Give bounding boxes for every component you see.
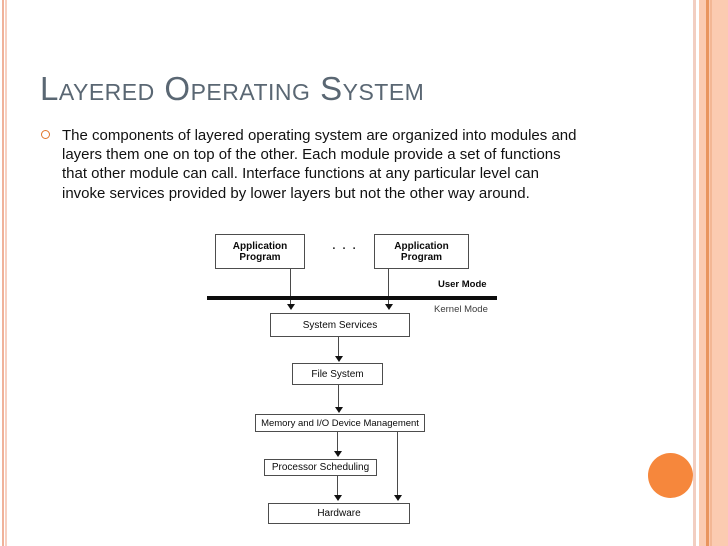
arrow-to-file-system — [338, 337, 339, 356]
node-processor-scheduling: Processor Scheduling — [264, 459, 377, 476]
arrowhead-memory-to-hardware — [394, 495, 402, 501]
arrowhead-to-hardware — [334, 495, 342, 501]
node-application-program-left: Application Program — [215, 234, 305, 269]
arrow-memory-to-hardware — [397, 432, 398, 495]
accent-circle — [648, 453, 693, 498]
arrowhead-app-left — [287, 304, 295, 310]
arrow-app-left — [290, 269, 291, 304]
right-edge-stripe-thin — [693, 0, 696, 546]
arrowhead-to-file-system — [335, 356, 343, 362]
right-edge-band-softline — [710, 0, 712, 546]
right-edge-band-line — [706, 0, 709, 546]
user-mode-label: User Mode — [438, 279, 487, 290]
slide-title: Layered Operating System — [40, 70, 425, 107]
node-hardware: Hardware — [268, 503, 410, 524]
arrow-to-processor-scheduling — [337, 432, 338, 451]
arrowhead-to-memory-io — [335, 407, 343, 413]
arrowhead-app-right — [385, 304, 393, 310]
arrow-to-memory-io — [338, 385, 339, 407]
arrow-app-right — [388, 269, 389, 304]
arrowhead-to-processor-scheduling — [334, 451, 342, 457]
node-system-services: System Services — [270, 313, 410, 337]
node-application-program-right: Application Program — [374, 234, 469, 269]
kernel-mode-label: Kernel Mode — [434, 304, 488, 315]
node-memory-io-management: Memory and I/O Device Management — [255, 414, 425, 432]
left-edge-stripe-outer — [2, 0, 4, 546]
arrow-to-hardware — [337, 476, 338, 495]
bullet-icon — [41, 130, 50, 139]
right-edge-band — [699, 0, 728, 546]
mode-divider-line — [207, 296, 497, 300]
left-edge-stripe-inner — [5, 0, 7, 546]
body-paragraph: The components of layered operating syst… — [62, 127, 577, 202]
node-file-system: File System — [292, 363, 383, 385]
ellipsis-label: . . . — [332, 240, 358, 252]
